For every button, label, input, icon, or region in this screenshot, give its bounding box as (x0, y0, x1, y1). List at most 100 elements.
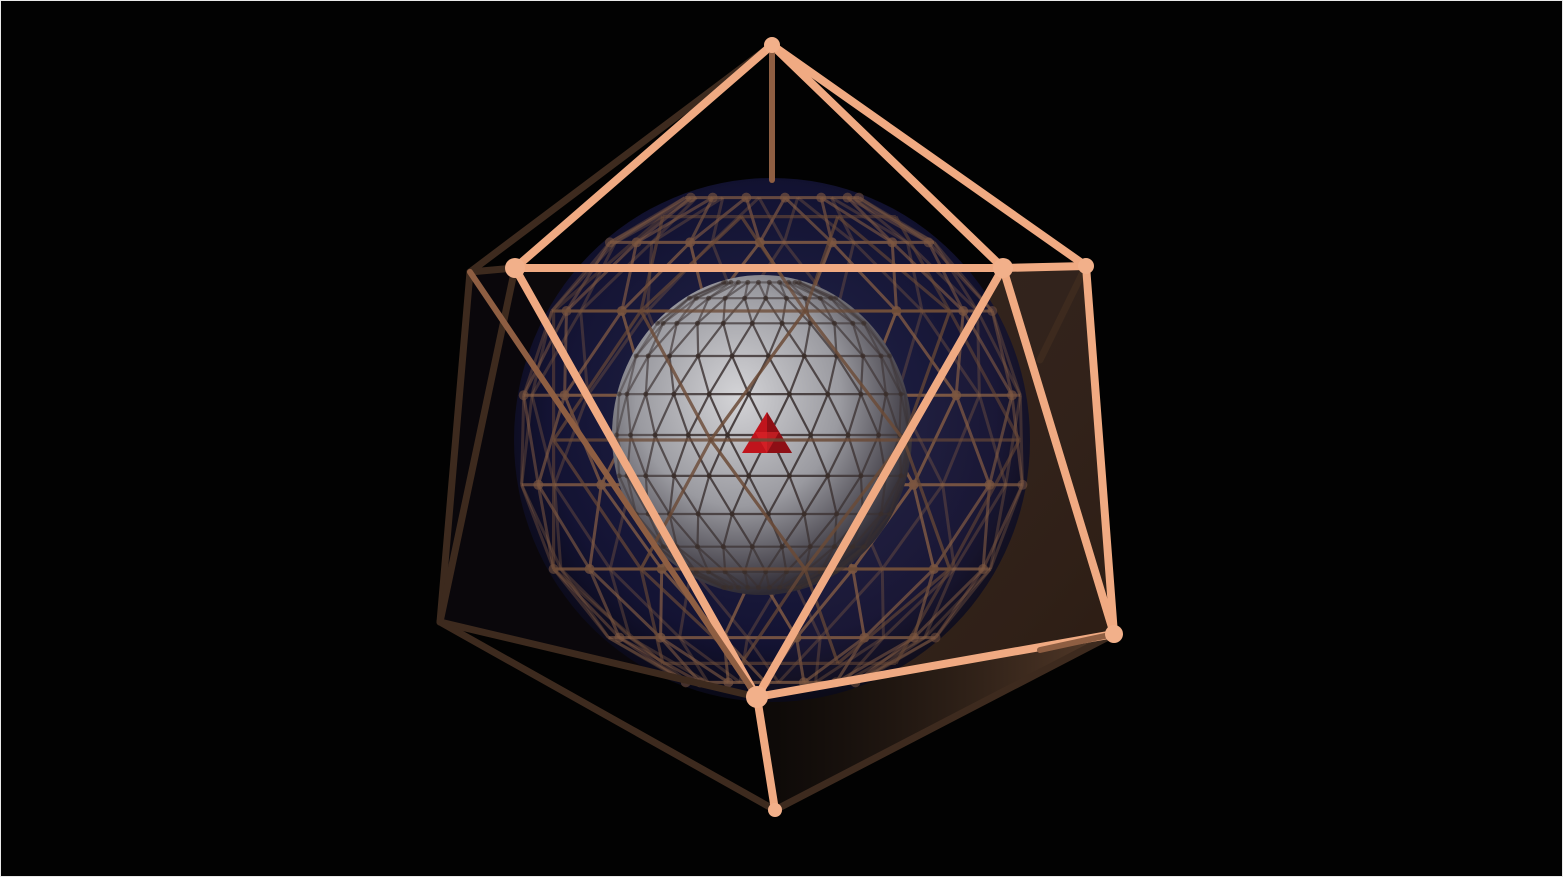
geodesic-node (987, 306, 997, 316)
geodesic-node (808, 433, 813, 438)
geodesic-node (816, 193, 826, 203)
geodesic-node (634, 354, 639, 359)
geodesic-node (686, 193, 696, 203)
geodesic-node (685, 237, 695, 247)
geodesic-node (887, 237, 897, 247)
geodesic-node (879, 512, 884, 517)
geodesic-strut (900, 394, 902, 435)
geodesic-node (643, 473, 648, 478)
geodesic-node (1017, 480, 1027, 490)
geodesic-node (646, 354, 651, 359)
geodesic-node (696, 512, 701, 517)
geodesic-node (671, 392, 676, 397)
geodesic-node (802, 512, 807, 517)
geodesic-node (861, 321, 866, 326)
geodesic-node (825, 392, 830, 397)
geodesic-node (834, 512, 839, 517)
geodesic-node (653, 433, 658, 438)
geodesic-node (725, 433, 730, 438)
geodesic-node (887, 512, 892, 517)
geodesic-node (780, 193, 790, 203)
geodesic-node (730, 512, 735, 517)
geodesic-node (756, 585, 761, 590)
geodesic-node (784, 296, 789, 301)
geodesic-node (763, 296, 768, 301)
geodesic-node (742, 296, 747, 301)
geodesic-node (643, 392, 648, 397)
geodesic-node (832, 544, 837, 549)
geodesic-node (728, 585, 733, 590)
geodesic-node (750, 544, 755, 549)
geodesic-node (777, 280, 782, 285)
geodesic-node (746, 473, 751, 478)
geodesic-node (808, 544, 813, 549)
geodesic-node (777, 585, 782, 590)
geodesic-node (818, 296, 823, 301)
geodesic-node (671, 473, 676, 478)
geodesic-node (661, 321, 666, 326)
geodesic-node (745, 280, 750, 285)
geodesic-node (730, 354, 735, 359)
geodesic-node (617, 392, 622, 397)
geodesic-node (767, 280, 772, 285)
geodesic-node (750, 321, 755, 326)
geodesic-node (861, 544, 866, 549)
geodesic-node (767, 585, 772, 590)
geodesic-node (846, 433, 851, 438)
geodesic-strut (698, 323, 699, 356)
geodesic-node (931, 633, 941, 643)
geodesic-node (899, 473, 904, 478)
geodesic-node (887, 354, 892, 359)
geodesic-node (833, 296, 838, 301)
geodesic-node (802, 354, 807, 359)
geodesic-node (708, 193, 718, 203)
geodesic-node (958, 306, 968, 316)
geodesic-node (695, 544, 700, 549)
geodesic-node (723, 585, 728, 590)
geodesic-node (858, 473, 863, 478)
geodesic-node (707, 392, 712, 397)
geodesic-node (899, 392, 904, 397)
geodesic-node (879, 354, 884, 359)
geodesic-node (741, 193, 751, 203)
geodesic-node (625, 392, 630, 397)
geodesic-node (1007, 390, 1017, 400)
geodesic-node (884, 392, 889, 397)
geodesic-node (745, 585, 750, 590)
geodesic-node (797, 280, 802, 285)
geodesic-node (686, 433, 691, 438)
geodesic-node (617, 473, 622, 478)
geodesic-node (978, 564, 988, 574)
geodesic-node (803, 296, 808, 301)
geodesic-node (854, 193, 864, 203)
geodesic-node (858, 392, 863, 397)
geodesic-node (614, 433, 619, 438)
geodesic-node (797, 585, 802, 590)
geodesic-node (825, 473, 830, 478)
geodesic-node (687, 296, 692, 301)
geodesic-node (674, 321, 679, 326)
geodesic-node (519, 390, 529, 400)
geodesic-node (533, 480, 543, 490)
geodesic-strut (698, 514, 699, 547)
geodesic-node (721, 321, 726, 326)
geodesic-strut (978, 311, 980, 395)
geodesic-node (860, 354, 865, 359)
geodesic-node (787, 392, 792, 397)
geodesic-node (706, 296, 711, 301)
geodesic-strut (661, 569, 662, 638)
geodesic-node (696, 354, 701, 359)
geodesic-node (850, 544, 855, 549)
geodesic-node (876, 433, 881, 438)
geodesic-node (924, 237, 934, 247)
geodesic-node (780, 544, 785, 549)
geodesic-node (723, 280, 728, 285)
geodesic-node (728, 280, 733, 285)
geodesic-node (628, 433, 633, 438)
geodesic-node (605, 237, 615, 247)
geodesic-node (721, 544, 726, 549)
geodesic-node (951, 390, 961, 400)
geodesic-node (756, 280, 761, 285)
